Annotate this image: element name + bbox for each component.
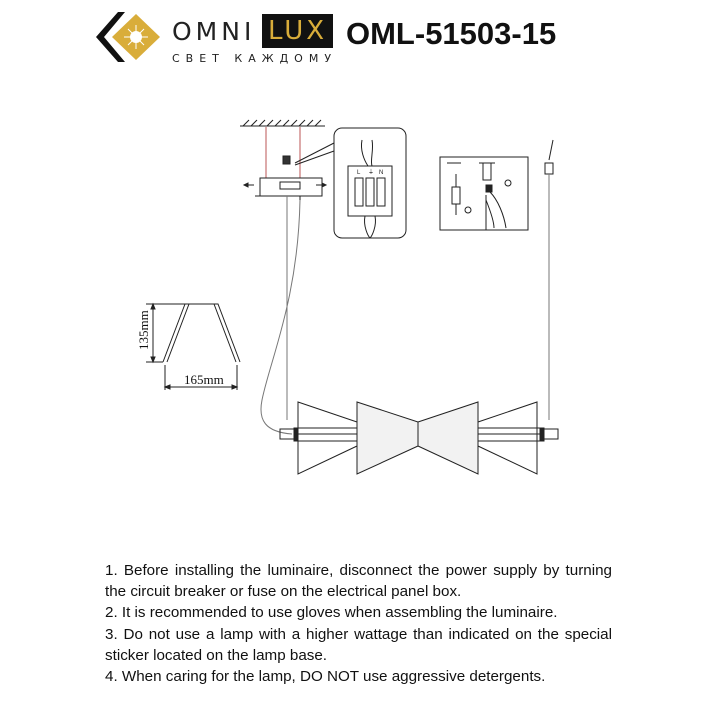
note-3: 3. Do not use a lamp with a higher watta… [105, 625, 612, 664]
suspension-cable-right [544, 139, 554, 420]
luminaire-body [279, 401, 559, 475]
installation-drawing: L ⏚ N 165mm 135mm [136, 119, 559, 475]
note-1: 1. Before installing the luminaire, disc… [105, 562, 612, 601]
svg-text:N: N [379, 170, 383, 176]
brand-omni: OMNI [172, 17, 256, 46]
logo-diamond-icon [96, 12, 160, 62]
note-2: 2. It is recommended to use gloves when … [105, 604, 558, 622]
terminal-detail: L ⏚ N [294, 127, 407, 239]
canopy [242, 127, 328, 435]
brand-logo: OMNI LUX СВЕТ КАЖДОМУ [92, 8, 334, 66]
shade-height-label: 135mm [136, 310, 151, 350]
svg-text:⏚: ⏚ [368, 169, 374, 176]
ceiling-hatch [240, 119, 325, 127]
model-number: OML-51503-15 [346, 16, 557, 51]
shade-dimension-drawing: 165mm 135mm [136, 302, 241, 390]
brand-slogan: СВЕТ КАЖДОМУ [172, 52, 338, 65]
svg-text:L: L [357, 170, 361, 176]
brand-lux: LUX [262, 14, 334, 48]
note-4: 4. When caring for the lamp, DO NOT use … [105, 668, 546, 686]
installation-notes: 1. Before installing the luminaire, disc… [105, 560, 612, 687]
mounting-detail [439, 156, 529, 231]
shade-width-label: 165mm [184, 372, 224, 387]
